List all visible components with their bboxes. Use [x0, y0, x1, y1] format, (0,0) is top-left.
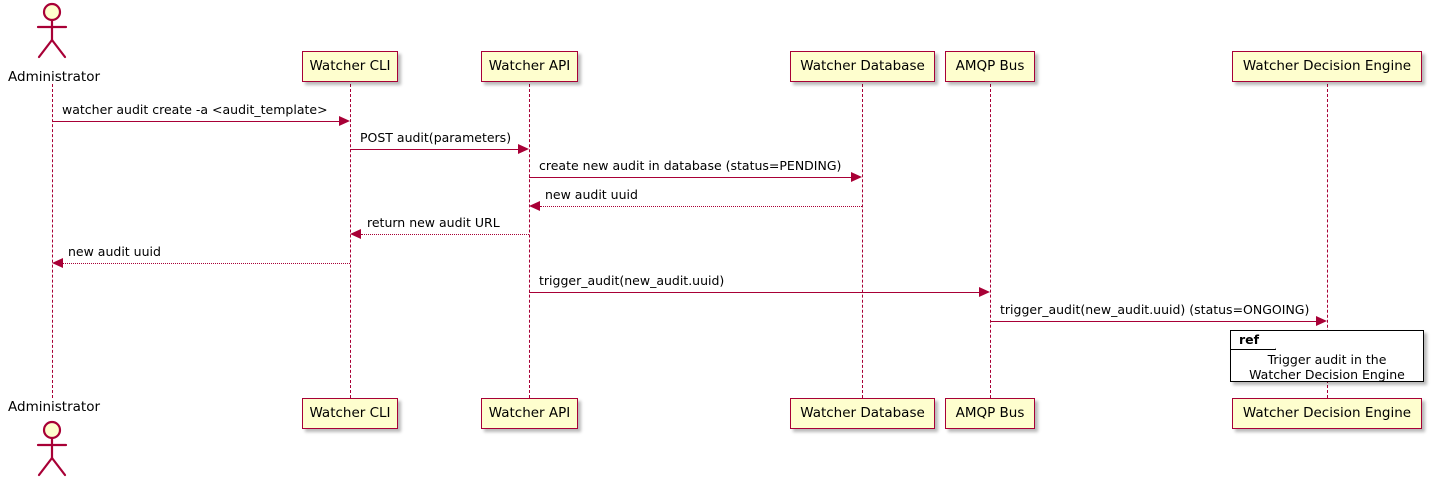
message-line-4 — [361, 234, 529, 235]
lifeline-watcher-decision-engine — [1327, 84, 1328, 398]
message-arrowhead-3 — [529, 201, 540, 211]
message-label-0: watcher audit create -a <audit_template> — [62, 102, 328, 117]
participant-label: Watcher Decision Engine — [1242, 404, 1412, 421]
lifeline-administrator — [52, 84, 53, 398]
participant-watcher-api-top[interactable]: Watcher API — [481, 51, 578, 82]
message-arrowhead-6 — [979, 287, 990, 297]
message-arrowhead-7 — [1316, 316, 1327, 326]
message-line-1 — [350, 149, 518, 150]
message-label-7: trigger_audit(new_audit.uuid) (status=ON… — [1000, 302, 1310, 317]
participant-watcher-api-bottom[interactable]: Watcher API — [481, 398, 578, 429]
actor-administrator-bottom — [32, 420, 72, 477]
ref-fragment-line-1: Trigger audit in the — [1267, 352, 1387, 367]
participant-amqp-bus-top[interactable]: AMQP Bus — [945, 51, 1035, 82]
message-line-6 — [529, 292, 979, 293]
lifeline-watcher-database — [862, 84, 863, 398]
message-label-5: new audit uuid — [68, 244, 161, 259]
message-line-5 — [63, 263, 350, 264]
message-line-0 — [52, 121, 339, 122]
message-arrowhead-4 — [350, 229, 361, 239]
message-label-4: return new audit URL — [367, 215, 500, 230]
message-arrowhead-2 — [851, 172, 862, 182]
message-label-3: new audit uuid — [545, 187, 638, 202]
participant-watcher-database-bottom[interactable]: Watcher Database — [790, 398, 935, 429]
ref-fragment-tag: ref — [1231, 331, 1276, 350]
message-arrowhead-0 — [339, 116, 350, 126]
participant-label: Watcher API — [488, 57, 571, 74]
message-line-3 — [540, 206, 862, 207]
participant-watcher-cli-bottom[interactable]: Watcher CLI — [302, 398, 398, 429]
participant-label: Watcher CLI — [309, 404, 391, 421]
actor-label-bottom: Administrator — [8, 399, 101, 415]
participant-label: Watcher Database — [800, 57, 925, 74]
message-label-2: create new audit in database (status=PEN… — [539, 158, 842, 173]
participant-label: Watcher Decision Engine — [1242, 57, 1412, 74]
ref-fragment-body: Trigger audit in the Watcher Decision En… — [1231, 352, 1423, 382]
message-line-2 — [529, 177, 851, 178]
participant-watcher-decision-engine-top[interactable]: Watcher Decision Engine — [1232, 51, 1422, 82]
lifeline-watcher-cli — [350, 84, 351, 398]
actor-label-top: Administrator — [8, 69, 101, 85]
message-arrowhead-5 — [52, 258, 63, 268]
participant-label: Watcher Database — [800, 404, 925, 421]
actor-administrator-top — [32, 2, 72, 59]
participant-label: AMQP Bus — [955, 57, 1025, 74]
participant-amqp-bus-bottom[interactable]: AMQP Bus — [945, 398, 1035, 429]
lifeline-amqp-bus — [990, 84, 991, 398]
participant-watcher-cli-top[interactable]: Watcher CLI — [302, 51, 398, 82]
participant-label: AMQP Bus — [955, 404, 1025, 421]
message-arrowhead-1 — [518, 144, 529, 154]
message-label-1: POST audit(parameters) — [360, 130, 512, 145]
participant-label: Watcher API — [488, 404, 571, 421]
participant-watcher-decision-engine-bottom[interactable]: Watcher Decision Engine — [1232, 398, 1422, 429]
participant-watcher-database-top[interactable]: Watcher Database — [790, 51, 935, 82]
message-line-7 — [990, 321, 1316, 322]
ref-fragment-line-2: Watcher Decision Engine — [1249, 367, 1405, 382]
ref-fragment: ref Trigger audit in the Watcher Decisio… — [1230, 330, 1424, 382]
participant-label: Watcher CLI — [309, 57, 391, 74]
message-label-6: trigger_audit(new_audit.uuid) — [539, 273, 725, 288]
lifeline-watcher-api — [529, 84, 530, 398]
